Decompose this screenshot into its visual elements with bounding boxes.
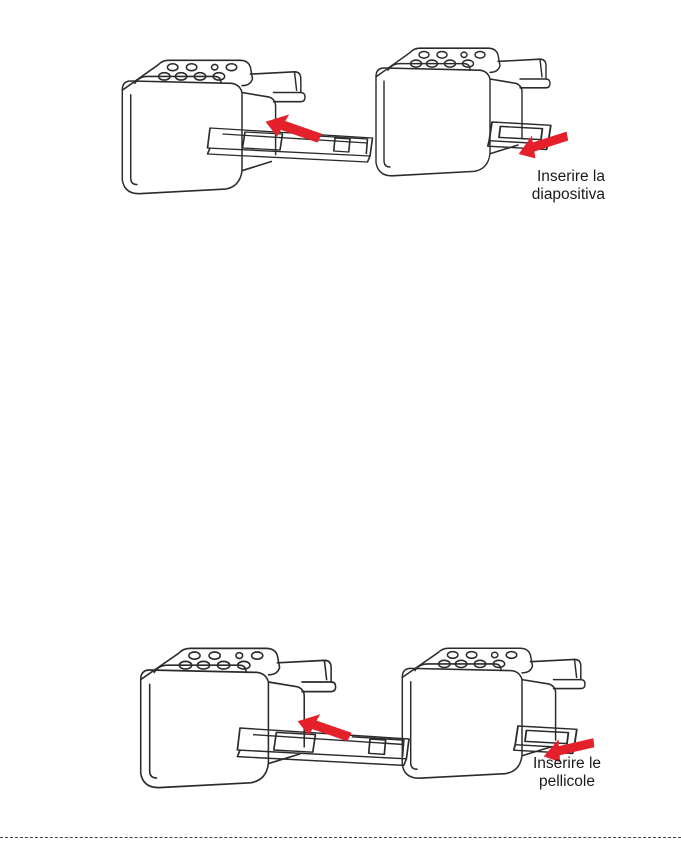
page-bottom-rule [0,837,681,838]
caption-insert-film: Inserire le pellicole [522,755,612,791]
caption-insert-slide: Inserire la diapositiva [505,168,605,204]
caption-line-1: Inserire le [522,755,612,773]
caption-line-2: pellicole [522,773,612,791]
scanner-figure-1 [110,48,340,198]
caption-line-2: diapositiva [505,186,605,204]
scanner-figure-2 [360,40,590,170]
scanner-figure-3 [130,638,380,798]
scanner-figure-4 [390,640,620,770]
caption-line-1: Inserire la [505,168,605,186]
